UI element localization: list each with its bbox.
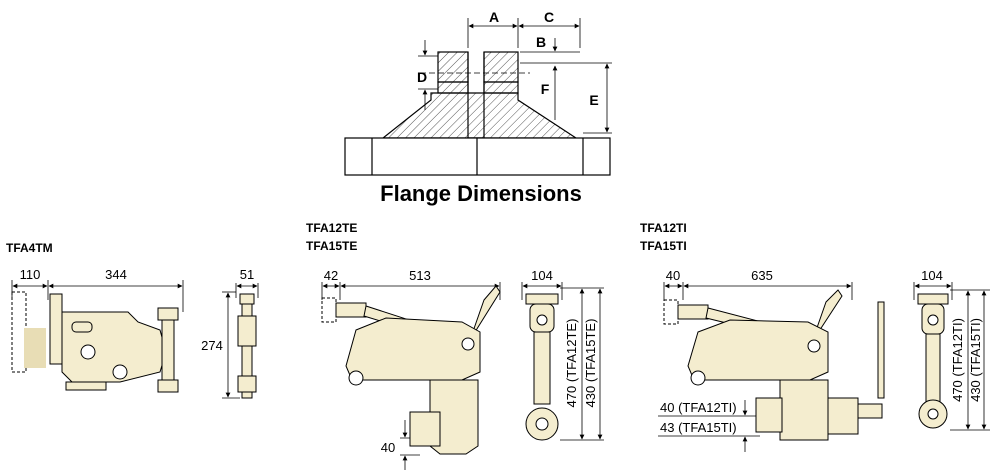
flange-stud-right (483, 51, 519, 83)
tfa-te-dim-side-width: 104 (531, 268, 553, 283)
flange-label-c: C (544, 9, 554, 25)
flange-title: Flange Dimensions (380, 181, 582, 206)
tfa-te-dim-left: 42 (324, 268, 338, 283)
flange-diagram (344, 51, 611, 176)
tfa-ti-tool-front (663, 289, 885, 441)
tfa-te-dim-bottom: 40 (381, 440, 395, 455)
flange-label-d: D (417, 69, 427, 85)
tfa4tm-dim-left: 110 (20, 267, 41, 282)
tfa4tm-model-label: TFA4TM (6, 241, 53, 255)
tfa-ti-dim-left: 40 (666, 268, 680, 283)
tfa-ti-model-1: TFA12TI (640, 221, 687, 235)
tfa-te-tool-front (321, 285, 501, 455)
tfa-te-model-1: TFA12TE (306, 221, 357, 235)
tfa4tm-tool-front (11, 291, 179, 393)
tfa-ti-tool-side (917, 293, 949, 429)
tfa4tm-dim-height: 274 (201, 338, 223, 353)
tfa-te-dim-width: 513 (409, 268, 431, 283)
tfa-te-dim-height-2: 430 (TFA15TE) (583, 319, 598, 408)
tfa-te-tool-side (525, 293, 559, 441)
tfa-ti-dim-side-width: 104 (921, 268, 943, 283)
tfa-te-model-2: TFA15TE (306, 239, 357, 253)
tfa-te-dim-height-1: 470 (TFA12TE) (564, 319, 579, 408)
flange-label-a: A (489, 9, 499, 25)
flange-hub-hatch (381, 92, 579, 139)
flange-label-b: B (536, 34, 546, 50)
flange-stud-left (437, 51, 469, 83)
tfa-ti-dim-note-1: 40 (TFA12TI) (660, 400, 737, 415)
tfa-ti-model-2: TFA15TI (640, 239, 687, 253)
tfa4tm-dim-side-width: 51 (240, 267, 254, 282)
tfa-ti-dim-note-2: 43 (TFA15TI) (660, 420, 737, 435)
flange-label-f: F (541, 81, 550, 97)
flange-dimension-lines (418, 18, 612, 134)
flange-label-e: E (589, 92, 598, 108)
tfa4tm-dim-width: 344 (105, 267, 127, 282)
tfa-ti-dim-height-1: 470 (TFA12TI) (950, 318, 965, 402)
tfa-te-dimension-lines (321, 282, 604, 470)
tfa-ti-dim-height-2: 430 (TFA15TI) (968, 318, 983, 402)
tfa-ti-dimension-lines (658, 282, 990, 452)
tfa4tm-tool-side (237, 293, 257, 399)
tfa4tm-dimension-lines (11, 280, 259, 399)
tfa-ti-dim-width: 635 (751, 268, 773, 283)
